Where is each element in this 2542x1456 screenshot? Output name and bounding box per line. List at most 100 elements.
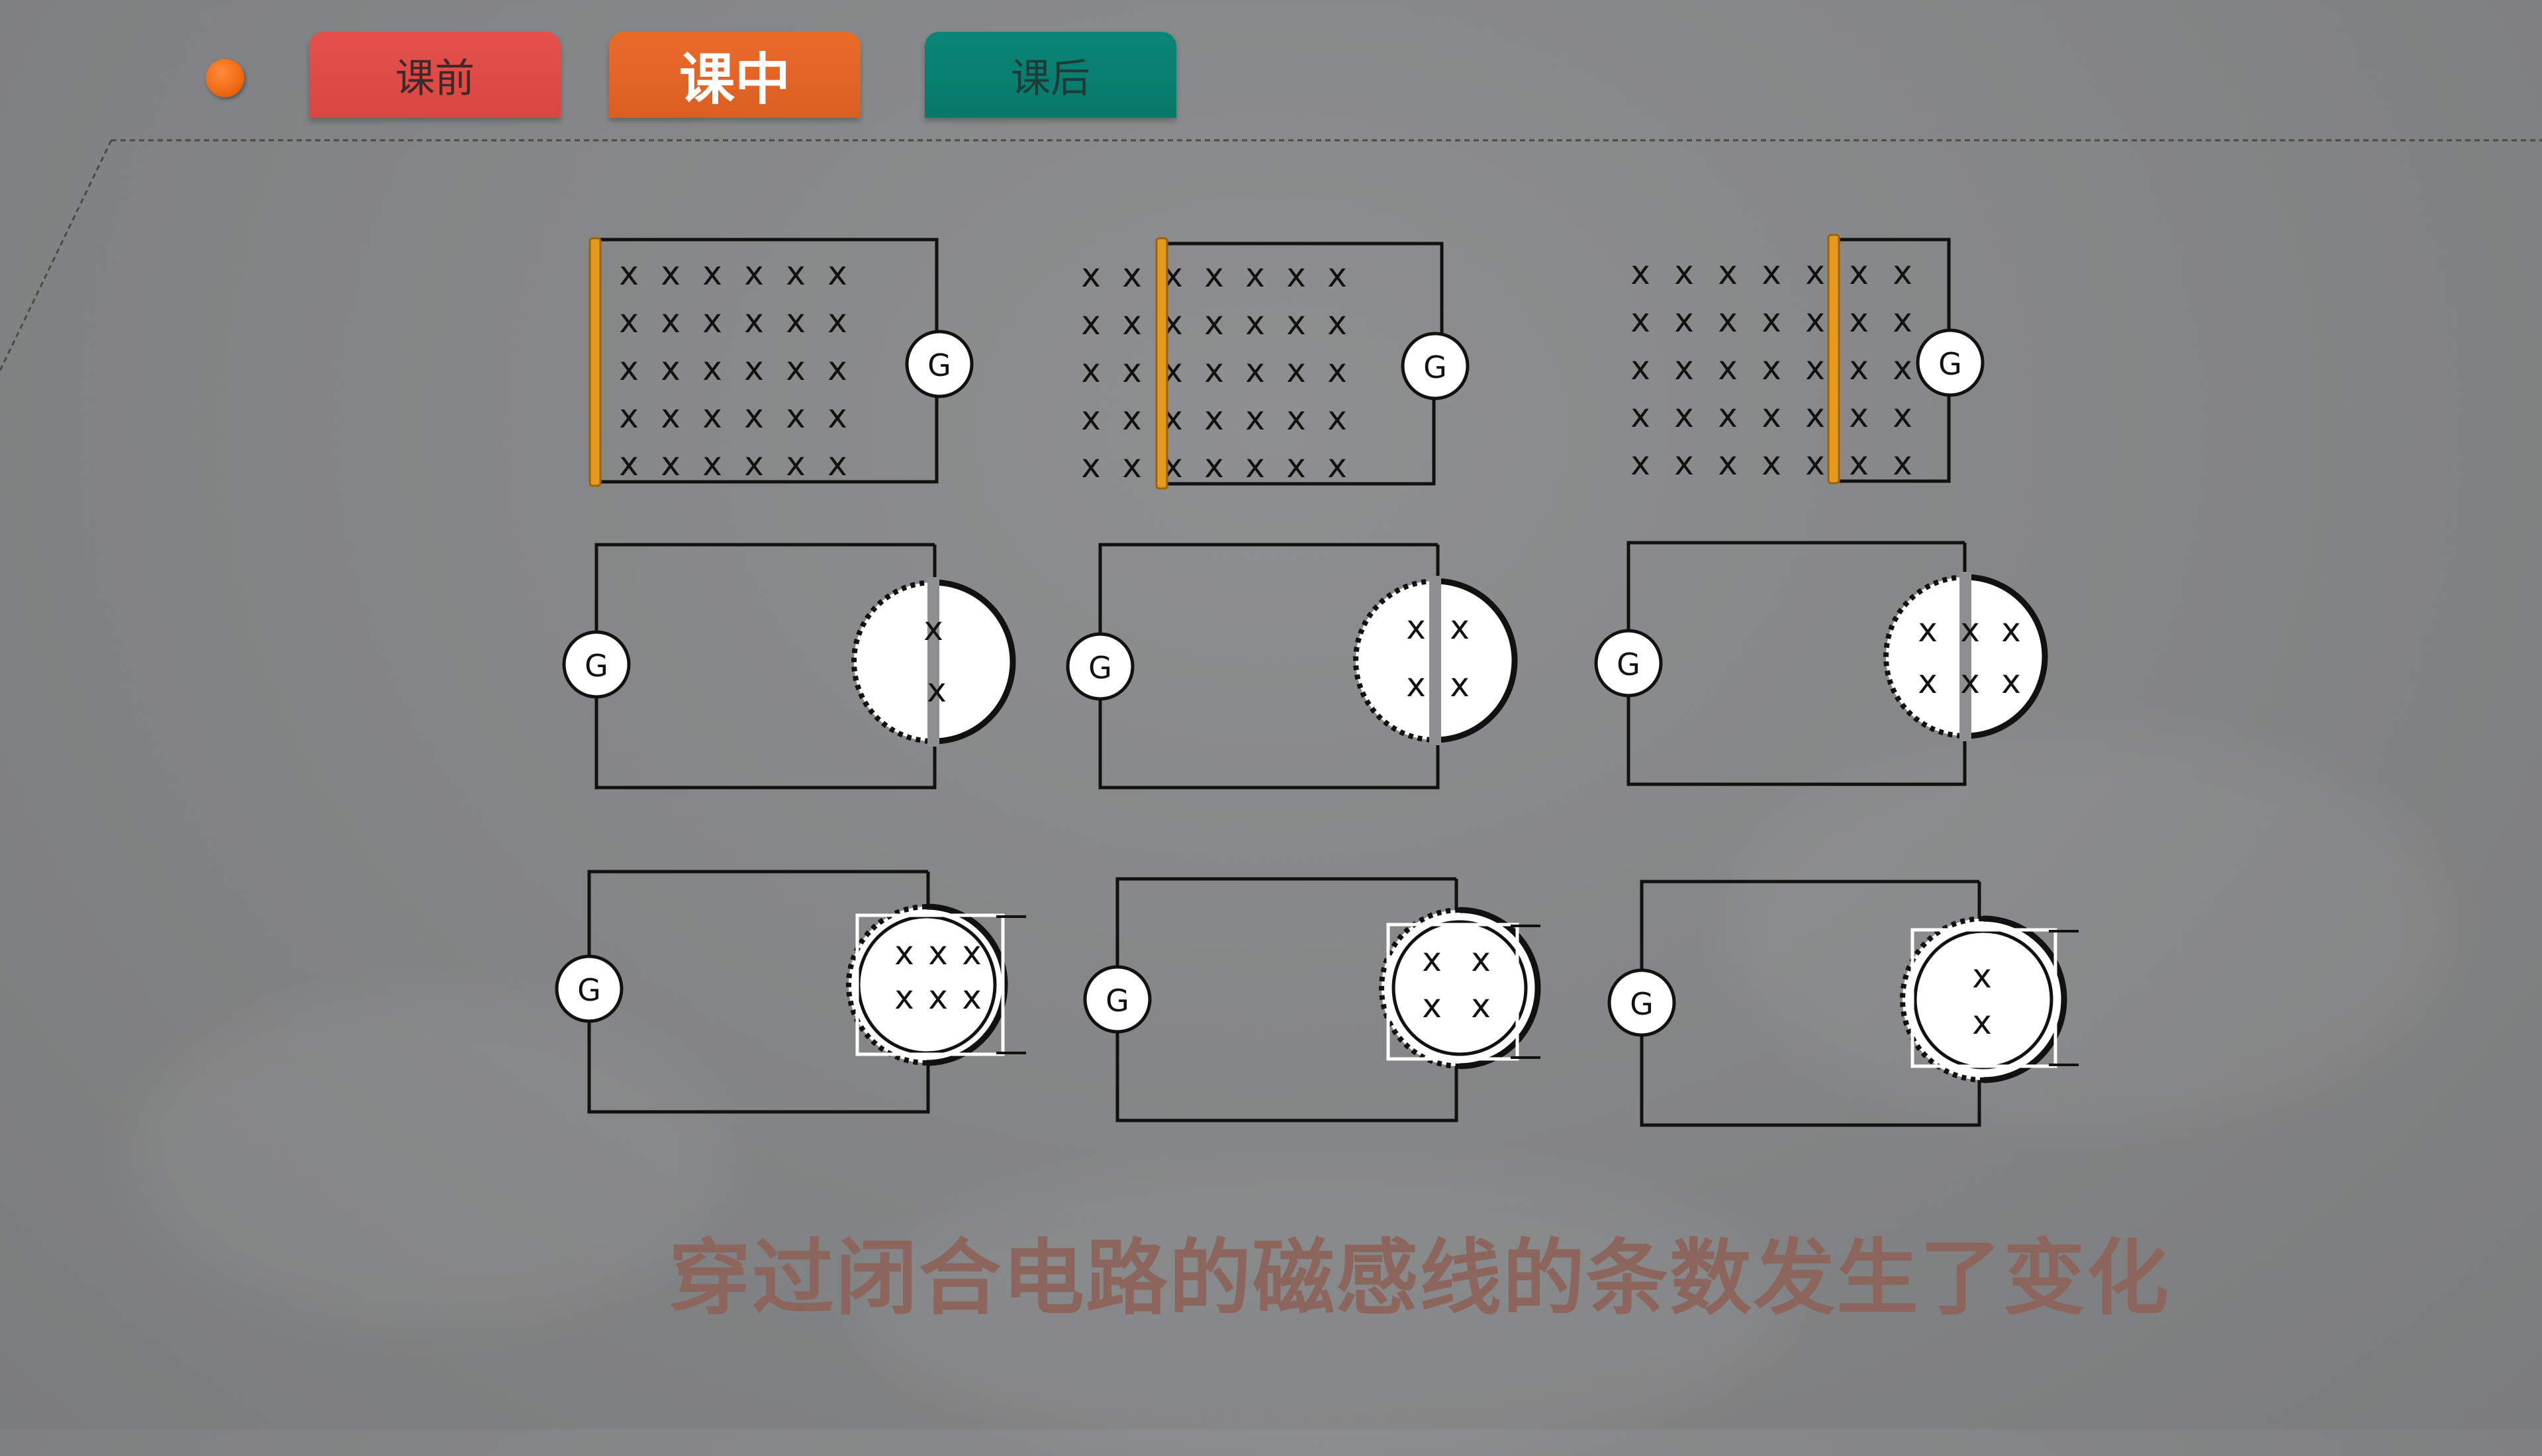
field-region-right xyxy=(1432,578,1518,743)
field-x-mark: x xyxy=(702,254,722,293)
field-x-mark: x xyxy=(1762,396,1781,435)
coil-frame xyxy=(1910,928,2057,1068)
galvanometer-label: G xyxy=(1617,647,1640,682)
field-x-mark: x xyxy=(1718,396,1738,435)
sliding-rod xyxy=(1155,237,1168,490)
field-x-mark: x xyxy=(1849,253,1869,292)
field-region-right xyxy=(930,579,1016,745)
conclusion-caption: 穿过闭合电路的磁感线的条数发生了变化 xyxy=(669,1231,2171,1326)
tab-before-class[interactable]: 课前 xyxy=(309,32,561,118)
field-x-mark: x xyxy=(1805,253,1825,292)
field-x-mark: x xyxy=(786,397,806,435)
field-x-mark: x xyxy=(1327,304,1347,342)
field-x-mark: x xyxy=(1805,396,1825,435)
galvanometer-icon xyxy=(1066,632,1135,701)
field-x-mark: x xyxy=(1960,662,1980,701)
field-x-mark: x xyxy=(1245,256,1265,295)
field-x-mark: x xyxy=(1960,611,1980,649)
field-x-mark: x xyxy=(1081,304,1101,342)
field-x-mark: x xyxy=(1122,256,1142,295)
background-cloud xyxy=(861,1158,1787,1456)
field-x-mark: x xyxy=(1918,611,1938,649)
galvanometer-label: G xyxy=(1938,346,1962,382)
field-x-mark: x xyxy=(1630,349,1650,387)
field-x-mark: x xyxy=(1849,396,1869,435)
field-x-mark: x xyxy=(1204,304,1224,342)
field-x-mark: x xyxy=(744,397,764,435)
field-x-mark: x xyxy=(1081,256,1101,295)
field-x-mark: x xyxy=(744,254,764,293)
galvanometer-icon xyxy=(1916,328,1985,397)
field-x-mark: x xyxy=(661,254,681,293)
field-x-mark: x xyxy=(827,349,847,388)
field-x-mark: x xyxy=(1406,608,1426,647)
galvanometer-icon xyxy=(562,630,631,699)
field-x-mark: x xyxy=(744,445,764,483)
background-cloud xyxy=(132,993,728,1324)
field-x-mark: x xyxy=(1286,399,1306,437)
field-x-mark: x xyxy=(1918,662,1938,701)
field-x-mark: x xyxy=(1327,351,1347,390)
field-x-mark: x xyxy=(1327,256,1347,295)
field-x-mark: x xyxy=(1204,447,1224,485)
galvanometer-label: G xyxy=(585,648,608,684)
field-x-mark: x xyxy=(1849,301,1869,340)
field-x-mark: x xyxy=(1630,253,1650,292)
field-x-mark: x xyxy=(619,302,639,340)
field-x-mark: x xyxy=(827,302,847,340)
tab-after-class[interactable]: 课后 xyxy=(925,32,1176,118)
field-x-mark: x xyxy=(2001,662,2021,701)
galvanometer-label: G xyxy=(1106,983,1129,1019)
field-x-mark: x xyxy=(1081,447,1101,485)
field-x-mark: x xyxy=(1849,444,1869,482)
galvanometer-icon xyxy=(1083,965,1152,1034)
field-x-mark: x xyxy=(1893,301,1912,340)
rotating-bar xyxy=(1429,576,1441,745)
field-x-mark: x xyxy=(1805,444,1825,482)
background-cloud xyxy=(1721,728,2449,1125)
field-x-mark: x xyxy=(661,445,681,483)
field-x-mark: x xyxy=(1122,399,1142,437)
field-region-left-dashed xyxy=(851,580,934,744)
field-x-mark: x xyxy=(619,397,639,435)
field-x-mark: x xyxy=(1204,399,1224,437)
field-region-left-dashed xyxy=(1353,578,1436,743)
field-x-mark: x xyxy=(1674,253,1694,292)
field-x-mark: x xyxy=(619,445,639,483)
field-x-mark: x xyxy=(1471,940,1491,979)
field-x-mark: x xyxy=(1286,304,1306,342)
field-x-mark: x xyxy=(744,349,764,388)
field-x-mark: x xyxy=(1674,396,1694,435)
field-x-mark: x xyxy=(1245,304,1265,342)
field-x-mark: x xyxy=(702,349,722,388)
field-x-mark: x xyxy=(1718,349,1738,387)
field-x-mark: x xyxy=(1450,666,1470,704)
circuit-wire xyxy=(1162,365,1436,486)
field-x-mark: x xyxy=(1450,608,1470,647)
field-x-mark: x xyxy=(962,978,982,1017)
field-x-mark: x xyxy=(2001,611,2021,649)
galvanometer-label: G xyxy=(1630,986,1654,1022)
field-x-mark: x xyxy=(928,934,948,972)
galvanometer-label: G xyxy=(1088,650,1112,686)
field-x-mark: x xyxy=(1674,301,1694,340)
galvanometer-icon xyxy=(1607,968,1676,1037)
field-x-mark: x xyxy=(619,254,639,293)
field-x-mark: x xyxy=(619,349,639,388)
field-x-mark: x xyxy=(1406,666,1426,704)
galvanometer-icon xyxy=(555,954,624,1023)
field-x-mark: x xyxy=(661,397,681,435)
sliding-rod xyxy=(588,237,602,487)
field-x-mark: x xyxy=(1630,396,1650,435)
field-x-mark: x xyxy=(1245,447,1265,485)
field-x-mark: x xyxy=(1327,447,1347,485)
field-x-mark: x xyxy=(786,302,806,340)
tab-in-class[interactable]: 课中 xyxy=(609,32,861,118)
field-x-mark: x xyxy=(894,934,914,972)
field-x-mark: x xyxy=(744,302,764,340)
rotating-bar xyxy=(927,577,939,747)
field-x-mark: x xyxy=(1972,1003,1992,1042)
field-x-mark: x xyxy=(1674,349,1694,387)
field-x-mark: x xyxy=(1893,253,1912,292)
